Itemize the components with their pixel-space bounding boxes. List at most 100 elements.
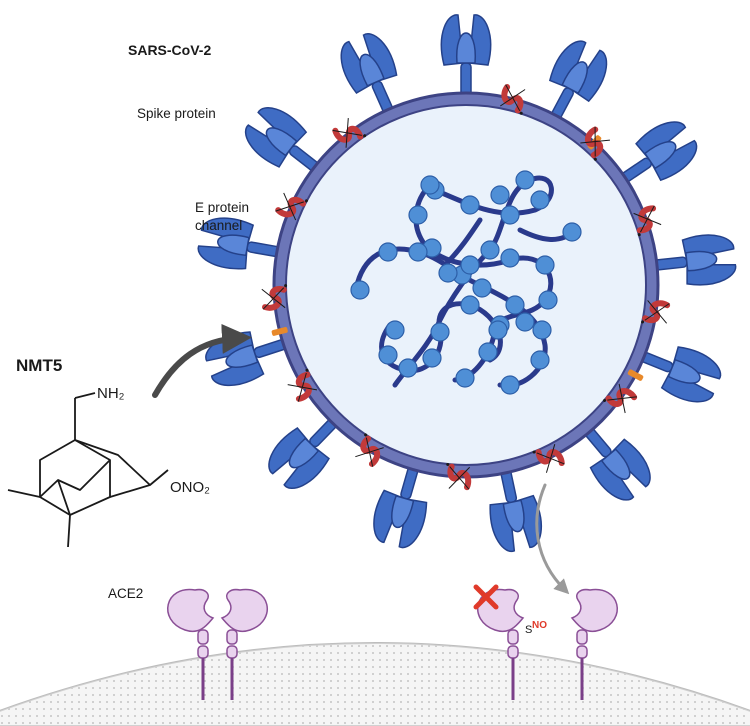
ace2-receptor-left-b — [220, 588, 268, 700]
nitration-charge — [519, 111, 523, 115]
nitration-charge — [532, 450, 536, 454]
spike-protein — [440, 14, 492, 102]
rna-bead — [438, 263, 458, 283]
nitration-bond — [283, 192, 297, 221]
nitration-bond — [618, 383, 626, 414]
spike-protein-label: Spike protein — [137, 106, 216, 121]
nitration-charge — [305, 368, 309, 372]
nmt5-binding-arrow — [152, 323, 252, 398]
nitration-loop — [275, 196, 306, 218]
rna-bead — [488, 320, 508, 340]
ring-a — [39, 439, 111, 516]
rna-bead — [420, 175, 440, 195]
nitration-charge — [603, 399, 607, 403]
rna-bead — [490, 185, 510, 205]
nitration-marker — [287, 368, 318, 402]
nitration-loop — [262, 286, 287, 311]
nitration-marker — [355, 433, 384, 467]
spike-lobe-left — [244, 124, 291, 168]
rna-bead — [430, 322, 450, 342]
spike-lobe-center — [265, 127, 298, 157]
rna-bead — [460, 295, 480, 315]
spike-lobe-center — [667, 358, 701, 384]
ace2-neck — [507, 629, 519, 645]
drug-name-label: NMT5 — [16, 356, 62, 375]
rna-bead — [455, 368, 475, 388]
nitration-charge — [284, 284, 288, 288]
spike-protein — [648, 234, 737, 286]
nitration-marker — [633, 205, 662, 237]
nitration-bond — [545, 444, 556, 473]
transfer-arrow — [535, 483, 570, 595]
cell-membrane-shade — [0, 643, 750, 726]
nitration-bond — [355, 447, 384, 458]
nitration-loop — [642, 300, 671, 324]
ring-d — [57, 479, 71, 516]
rna-bead — [530, 190, 550, 210]
e-channel-bar — [627, 369, 644, 381]
nitration-charge — [364, 433, 368, 437]
spike-lobe-center — [456, 32, 476, 64]
e-protein-channel — [271, 327, 288, 336]
ace2-receptor-left-a — [167, 588, 215, 700]
rna-bead — [460, 195, 480, 215]
ace2-head — [220, 588, 268, 632]
rna-bead — [398, 358, 418, 378]
rna-bead — [515, 170, 535, 190]
viral-interior — [285, 104, 647, 466]
spike-lobe-center — [288, 437, 320, 469]
spike-lobe-right — [650, 139, 698, 182]
spike-lobe-left — [609, 438, 651, 488]
spike-protein — [635, 346, 722, 403]
nitration-marker — [603, 383, 638, 414]
rna-bead — [500, 205, 520, 225]
nitration-bond — [500, 89, 526, 107]
nitration-marker — [500, 84, 526, 115]
rna-bead — [530, 350, 550, 370]
rna-bead-group — [350, 170, 582, 395]
spike-lobe-left — [283, 445, 330, 489]
rna-bead — [505, 295, 525, 315]
nitration-loop — [605, 388, 638, 407]
e-protein-label-line1: E protein — [195, 200, 249, 215]
ace2-receptor-group — [167, 588, 618, 700]
nitration-loop — [501, 84, 524, 114]
ace2-neck-lower — [507, 645, 519, 659]
nitration-marker — [275, 192, 308, 221]
methyl-2 — [67, 514, 71, 548]
e-channel-bar — [271, 327, 288, 336]
rna-bead — [422, 348, 442, 368]
spike-lobe-center — [217, 234, 250, 257]
ace2-receptor-right-b — [570, 588, 618, 700]
spike-lobe-center — [561, 61, 588, 95]
ace2-neck-lower — [576, 645, 588, 659]
linker — [149, 469, 169, 486]
spike-protein — [373, 460, 428, 549]
block-x-icon — [473, 584, 499, 610]
rna-bead — [408, 242, 428, 262]
nitration-marker-group — [261, 84, 671, 491]
rna-bead — [500, 248, 520, 268]
nitration-charge — [446, 462, 450, 466]
nitration-marker — [446, 462, 472, 491]
rna-bead — [480, 240, 500, 260]
ace2-head — [167, 588, 215, 632]
spike-lobe-center — [391, 495, 415, 529]
e-protein-label-line2: channel — [195, 218, 242, 233]
spike-lobe-right — [362, 33, 398, 82]
rna-bead — [385, 320, 405, 340]
nitration-bond — [261, 288, 286, 309]
rna-bead — [460, 255, 480, 275]
rna-bead — [535, 255, 555, 275]
nitration-charge — [304, 199, 308, 203]
nitration-marker — [641, 300, 671, 324]
nitration-loop — [295, 371, 312, 402]
rna-bead — [378, 242, 398, 262]
ace2-neck — [197, 629, 209, 645]
nitration-loop — [332, 125, 364, 143]
nitration-loop — [636, 205, 657, 234]
nitration-charge — [637, 233, 641, 237]
rna-bead — [515, 312, 535, 332]
rna-bead — [538, 290, 558, 310]
